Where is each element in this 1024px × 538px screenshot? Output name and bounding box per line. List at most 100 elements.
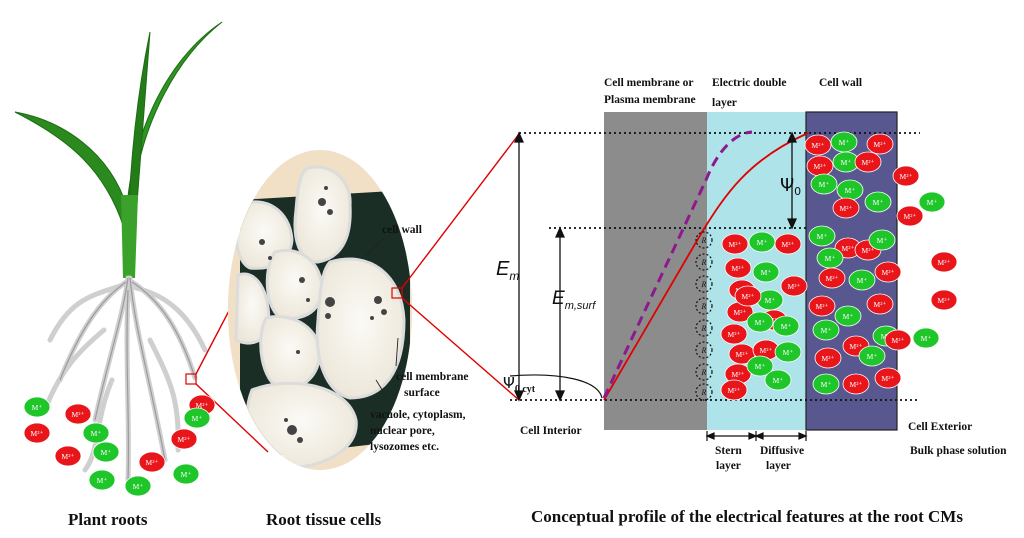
monovalent-ion	[858, 345, 886, 367]
divalent-ion	[720, 379, 748, 401]
divalent-ion	[170, 428, 198, 450]
ion-label: M⁺	[97, 476, 108, 485]
label-cm-surface-2: surface	[404, 387, 440, 399]
cell-zoom-box	[391, 287, 403, 299]
ion-label: M²⁺	[900, 172, 913, 181]
ion-label: M²⁺	[938, 258, 951, 267]
label-edl-2: layer	[712, 97, 737, 109]
label-contents-1: vacuole, cytoplasm,	[370, 409, 466, 421]
ion-label: M⁺	[761, 268, 772, 277]
ion-label: M⁺	[825, 254, 836, 263]
ion-label: M²⁺	[882, 268, 895, 277]
membrane-band	[604, 112, 707, 430]
divalent-ion	[54, 445, 82, 467]
r-ligand-label: R	[701, 302, 707, 311]
divalent-ion	[874, 261, 902, 283]
ion-label: M²⁺	[822, 354, 835, 363]
ion-label: M⁺	[773, 376, 784, 385]
divalent-ion	[780, 275, 808, 297]
monovalent-ion	[810, 173, 838, 195]
monovalent-ion	[772, 315, 800, 337]
ion-label: M⁺	[921, 334, 932, 343]
ion-label: M²⁺	[782, 240, 795, 249]
divalent-ion	[814, 347, 842, 369]
label-em: Em	[496, 258, 520, 283]
monovalent-ion	[752, 261, 780, 283]
ion-label: M²⁺	[196, 401, 209, 410]
label-diffusive-2: layer	[766, 460, 791, 472]
ion-label: M²⁺	[742, 292, 755, 301]
ion-label: M⁺	[877, 236, 888, 245]
ion-label: M²⁺	[736, 350, 749, 359]
ion-label: M²⁺	[840, 204, 853, 213]
ion-label: M²⁺	[814, 162, 827, 171]
divalent-ion	[930, 251, 958, 273]
label-psi0: Ψ0	[780, 175, 802, 198]
monovalent-ion	[864, 191, 892, 213]
ion-label: M²⁺	[892, 336, 905, 345]
divalent-ion	[23, 422, 51, 444]
ion-label: M⁺	[927, 198, 938, 207]
ion-label: M⁺	[819, 180, 830, 189]
label-psi-cyt: Ψ0,cyt	[503, 374, 536, 395]
monovalent-ion	[124, 475, 152, 497]
monovalent-ion	[868, 229, 896, 251]
divalent-ion	[818, 267, 846, 289]
divalent-ion	[892, 165, 920, 187]
ion-label: M⁺	[841, 158, 852, 167]
ion-label: M²⁺	[728, 330, 741, 339]
r-ligand-label: R	[701, 346, 707, 355]
ion-label: M²⁺	[826, 274, 839, 283]
ion-label: M²⁺	[760, 346, 773, 355]
ion-label: M²⁺	[62, 452, 75, 461]
ion-label: M²⁺	[732, 264, 745, 273]
label-cell-exterior: Cell Exterior	[908, 421, 973, 433]
root-zoom-box	[185, 373, 197, 385]
ion-label: M²⁺	[850, 380, 863, 389]
monovalent-ion	[82, 422, 110, 444]
ion-label: M⁺	[133, 482, 144, 491]
r-ligand-label: R	[701, 324, 707, 333]
label-bulk-phase: Bulk phase solution	[910, 445, 1007, 457]
label-cm-surface-1: cell membrane	[396, 371, 469, 383]
label-cell-interior: Cell Interior	[520, 425, 582, 437]
ion-label: M²⁺	[729, 240, 742, 249]
ion-label: M²⁺	[874, 140, 887, 149]
r-ligand-label: R	[701, 280, 707, 289]
caption-root-cells: Root tissue cells	[266, 510, 382, 529]
ion-label: M⁺	[821, 326, 832, 335]
r-ligand-label: R	[701, 388, 707, 397]
monovalent-ion	[918, 191, 946, 213]
ion-label: M⁺	[91, 429, 102, 438]
r-ligand-label: R	[701, 368, 707, 377]
label-contents-2: nuclear pore,	[370, 425, 435, 437]
label-contents-3: lysozomes etc.	[370, 441, 439, 453]
ion-label: M²⁺	[146, 458, 159, 467]
monovalent-ion	[774, 341, 802, 363]
divalent-ion	[866, 133, 894, 155]
monovalent-ion	[812, 319, 840, 341]
divalent-ion	[724, 257, 752, 279]
divalent-ion	[734, 285, 762, 307]
ion-label: M⁺	[857, 276, 868, 285]
ion-label: M⁺	[843, 312, 854, 321]
ion-label: M²⁺	[842, 244, 855, 253]
ion-label: M²⁺	[788, 282, 801, 291]
divalent-ion	[808, 295, 836, 317]
label-diffusive-1: Diffusive	[760, 445, 805, 457]
divalent-ion	[930, 289, 958, 311]
label-cell-wall: cell wall	[382, 224, 422, 236]
ion-label: M²⁺	[768, 316, 781, 325]
root-tissue-illustration	[228, 150, 412, 470]
ion-label: M²⁺	[734, 308, 747, 317]
label-membrane-1: Cell membrane or	[604, 77, 694, 89]
r-ligand-label: R	[701, 258, 707, 267]
label-edl-1: Electric double	[712, 77, 787, 89]
label-membrane-2: Plasma membrane	[604, 94, 696, 106]
ion-label: M⁺	[817, 232, 828, 241]
stem	[121, 195, 138, 278]
divalent-ion	[832, 197, 860, 219]
divalent-ion	[874, 367, 902, 389]
monovalent-ion	[808, 225, 836, 247]
